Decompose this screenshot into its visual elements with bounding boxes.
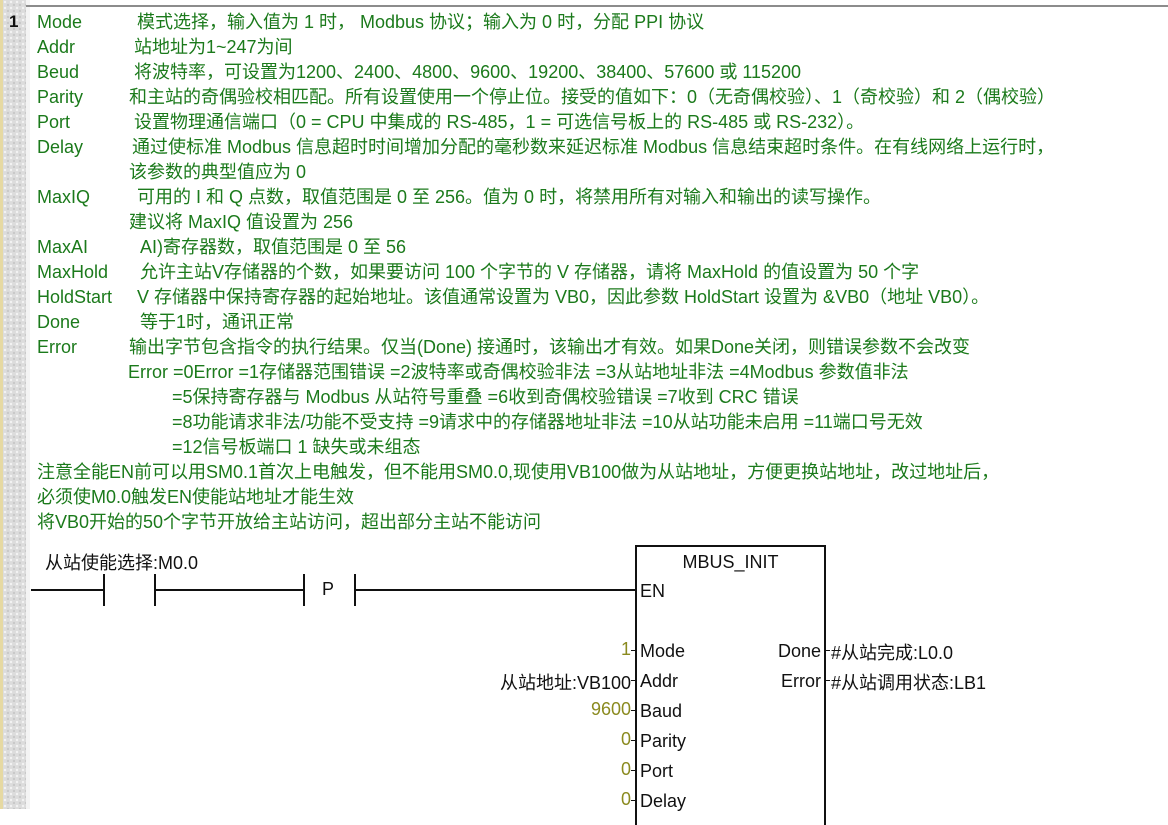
pin-baud: Baud (640, 701, 683, 721)
input-mode-value[interactable]: 1 (620, 639, 631, 659)
rung-wire (31, 589, 104, 591)
pin-tick (631, 740, 635, 741)
error-code-line: =5保持寄存器与 Modbus 从站符号重叠 =6收到奇偶校验错误 =7收到 C… (172, 387, 799, 407)
param-desc: 允许主站V存储器的个数，如果要访问 100 个字节的 V 存储器，请将 MaxH… (140, 262, 920, 282)
error-code-line: =12信号板端口 1 缺失或未组态 (172, 437, 421, 457)
pin-mode: Mode (640, 641, 686, 661)
pin-en: EN (640, 581, 666, 601)
param-desc: 设置物理通信端口（0 = CPU 中集成的 RS-485，1 = 可选信号板上的… (134, 112, 865, 132)
pin-done: Done (777, 641, 821, 661)
param-desc: V 存储器中保持寄存器的起始地址。该值通常设置为 VB0，因此参数 HoldSt… (137, 287, 990, 307)
pin-tick (826, 680, 830, 681)
param-name: HoldStart (37, 287, 113, 307)
param-name: MaxHold (37, 262, 109, 282)
param-desc: 和主站的奇偶验校相匹配。所有设置使用一个停止位。接受的值如下：0（无奇偶校验）、… (129, 87, 1056, 107)
param-desc-cont: 该参数的典型值应为 0 (129, 162, 307, 182)
pin-delay: Delay (640, 791, 687, 811)
pin-tick (826, 650, 830, 651)
param-name: MaxIQ (37, 187, 91, 207)
param-desc: 模式选择，输入值为 1 时， Modbus 协议；输入为 0 时，分配 PPI … (137, 12, 705, 32)
contact-label: 从站使能选择:M0.0 (45, 553, 199, 573)
input-parity-value[interactable]: 0 (620, 729, 631, 749)
pin-tick (631, 770, 635, 771)
param-name: MaxAI (37, 237, 89, 257)
network-gutter (0, 0, 26, 809)
param-desc-cont: 建议将 MaxIQ 值设置为 256 (129, 212, 354, 232)
param-desc: 等于1时，通讯正常 (140, 312, 295, 332)
param-name: Parity (37, 87, 84, 107)
param-desc: 站地址为1~247为间 (134, 37, 293, 57)
param-desc: AI)寄存器数，取值范围是 0 至 56 (140, 237, 407, 257)
rung-wire (155, 589, 304, 591)
rung-wire (355, 589, 636, 591)
network-number[interactable]: 1 (9, 12, 19, 31)
network-divider (26, 5, 1168, 7)
edge-left-bar (303, 574, 305, 606)
param-name: Addr (37, 37, 76, 57)
param-desc: 输出字节包含指令的执行结果。仅当(Done) 接通时，该输出才有效。如果Done… (129, 337, 971, 357)
param-desc: 可用的 I 和 Q 点数，取值范围是 0 至 256。值为 0 时，将禁用所有对… (137, 187, 882, 207)
param-desc: 将波特率，可设置为1200、2400、4800、9600、19200、38400… (134, 62, 802, 82)
input-delay-value[interactable]: 0 (620, 789, 631, 809)
pin-tick (631, 650, 635, 651)
pin-addr: Addr (640, 671, 679, 691)
edge-label: P (322, 579, 335, 599)
gutter-edge (26, 0, 30, 809)
input-baud-value[interactable]: 9600 (590, 699, 631, 719)
input-addr-value[interactable]: 从站地址:VB100 (499, 673, 631, 693)
pin-parity: Parity (640, 731, 687, 751)
output-done-value[interactable]: #从站完成:L0.0 (831, 643, 954, 663)
block-title: MBUS_INIT (682, 552, 779, 572)
note-line: 将VB0开始的50个字节开放给主站访问，超出部分主站不能访问 (37, 512, 542, 532)
pin-error: Error (781, 671, 821, 691)
pin-tick (631, 680, 635, 681)
param-name: Error (37, 337, 77, 357)
note-line: 必须使M0.0触发EN使能站地址才能生效 (37, 487, 355, 507)
error-code-line: Error =0Error =1存储器范围错误 =2波特率或奇偶校验非法 =3从… (128, 362, 909, 382)
note-line: 注意全能EN前可以用SM0.1首次上电触发，但不能用SM0.0,现使用VB100… (37, 462, 1000, 482)
error-code-line: =8功能请求非法/功能不受支持 =9请求中的存储器地址非法 =10从站功能未启用… (172, 412, 923, 432)
param-name: Delay (37, 137, 84, 157)
param-desc: 通过使标准 Modbus 信息超时时间增加分配的毫秒数来延迟标准 Modbus … (132, 137, 1055, 157)
param-name: Port (37, 112, 71, 132)
pin-tick (631, 800, 635, 801)
param-name: Done (37, 312, 81, 332)
pin-tick (631, 710, 635, 711)
pin-port: Port (640, 761, 674, 781)
input-port-value[interactable]: 0 (620, 759, 631, 779)
output-error-value[interactable]: #从站调用状态:LB1 (831, 673, 987, 693)
param-name: Mode (37, 12, 83, 32)
param-name: Beud (37, 62, 80, 82)
mbus-init-block[interactable]: MBUS_INIT EN Mode Addr Baud Parity Port … (635, 545, 826, 825)
contact-left-bar (103, 574, 105, 606)
